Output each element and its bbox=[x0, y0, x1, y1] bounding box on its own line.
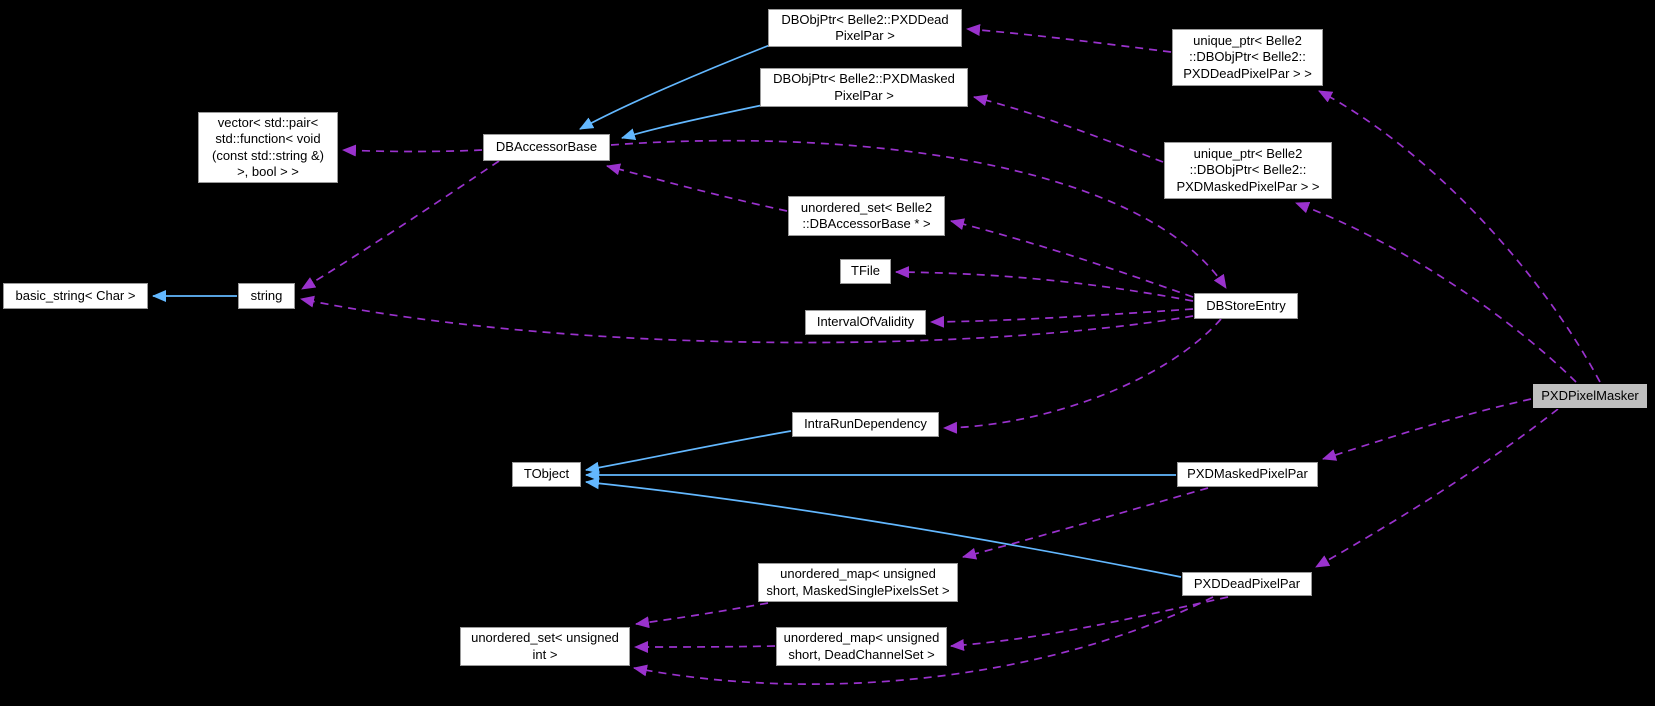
node-tobject[interactable]: TObject bbox=[512, 462, 581, 487]
node-label: TFile bbox=[851, 263, 880, 279]
edge-umapmasked-to-usetuint bbox=[635, 602, 769, 629]
node-label: vector< std::pair< std::function< void (… bbox=[212, 114, 324, 180]
edge-uniquedead-to-dbobjptrdead bbox=[966, 24, 1172, 53]
node-dbstoreentry[interactable]: DBStoreEntry bbox=[1194, 293, 1298, 319]
node-pxdmaskedpixelpar[interactable]: PXDMaskedPixelPar bbox=[1177, 462, 1318, 487]
edge-uniquemasked-to-dbobjptrmasked bbox=[973, 94, 1164, 163]
node-label: TObject bbox=[523, 466, 570, 482]
node-label: DBObjPtr< Belle2::PXDMasked PixelPar > bbox=[773, 71, 955, 103]
node-label: DBStoreEntry bbox=[1206, 297, 1286, 313]
edge-pxdpixelmasker-to-uniquemasked bbox=[1295, 201, 1577, 383]
node-unorderedset-dbaccessorbase[interactable]: unordered_set< Belle2 ::DBAccessorBase *… bbox=[788, 196, 945, 236]
node-string[interactable]: string bbox=[238, 283, 295, 309]
node-intrarundependency[interactable]: IntraRunDependency bbox=[792, 412, 939, 437]
node-label: unordered_set< unsigned int > bbox=[471, 630, 619, 662]
node-label: PXDDeadPixelPar bbox=[1193, 575, 1301, 591]
edge-pxdpixelmasker-to-uniquedead bbox=[1318, 90, 1601, 383]
node-unorderedmap-maskedsinglepixelsset[interactable]: unordered_map< unsigned short, MaskedSin… bbox=[758, 563, 958, 602]
node-pxdpixelmasker: PXDPixelMasker bbox=[1532, 383, 1648, 409]
edge-dbstoreentry-to-intervalofvalidity bbox=[930, 308, 1194, 328]
edge-intrarundependency-to-tobject bbox=[585, 430, 792, 474]
node-label: unique_ptr< Belle2 ::DBObjPtr< Belle2:: … bbox=[1176, 145, 1320, 194]
edge-dbaccessorbase-to-string bbox=[301, 160, 500, 290]
edge-pxdpixelmasker-to-pxddeadpixelpar bbox=[1315, 408, 1559, 568]
node-unorderedmap-deadchannelset[interactable]: unordered_map< unsigned short, DeadChann… bbox=[776, 627, 947, 666]
edge-dbstoreentry-to-string bbox=[300, 295, 1194, 344]
edge-pxddeadpixelpar-to-usetuint bbox=[633, 596, 1214, 685]
edge-umapdead-to-usetuint bbox=[634, 640, 776, 653]
node-label: PXDMaskedPixelPar bbox=[1187, 466, 1308, 482]
node-label: DBAccessorBase bbox=[495, 139, 598, 155]
edge-pxdpixelmasker-to-pxdmaskedpixelpar bbox=[1322, 398, 1532, 461]
edge-usetdba-to-dbaccessorbase bbox=[606, 163, 788, 212]
node-vector-std-pair[interactable]: vector< std::pair< std::function< void (… bbox=[198, 112, 338, 183]
node-dbobjptr-pxdmaskedpixelpar[interactable]: DBObjPtr< Belle2::PXDMasked PixelPar > bbox=[760, 68, 968, 107]
node-label: unordered_map< unsigned short, MaskedSin… bbox=[766, 566, 950, 598]
edge-dbaccessorbase-to-vector bbox=[342, 144, 483, 157]
node-label: IntraRunDependency bbox=[804, 416, 927, 432]
node-dbaccessorbase[interactable]: DBAccessorBase bbox=[483, 134, 610, 161]
node-label: DBObjPtr< Belle2::PXDDead PixelPar > bbox=[781, 11, 949, 44]
node-label: unordered_map< unsigned short, DeadChann… bbox=[783, 630, 940, 662]
node-label: PXDPixelMasker bbox=[1541, 387, 1639, 403]
node-label: IntervalOfValidity bbox=[816, 314, 915, 330]
edge-pxddeadpixelpar-to-umapdead bbox=[950, 596, 1229, 651]
node-label: basic_string< Char > bbox=[15, 287, 136, 303]
node-label: unique_ptr< Belle2 ::DBObjPtr< Belle2:: … bbox=[1183, 32, 1312, 81]
node-uniqueptr-dbobjptr-pxdmaskedpixelpar[interactable]: unique_ptr< Belle2 ::DBObjPtr< Belle2:: … bbox=[1164, 142, 1332, 199]
edge-dbobjptrmasked-to-dbaccessorbase bbox=[621, 104, 764, 140]
edge-pxdmaskedpixelpar-to-umapmasked bbox=[962, 487, 1209, 560]
edge-dbaccessorbase-to-dbstoreentry bbox=[610, 139, 1227, 289]
node-pxddeadpixelpar[interactable]: PXDDeadPixelPar bbox=[1182, 572, 1312, 596]
edge-dbstoreentry-to-intrarundependency bbox=[943, 318, 1222, 434]
node-tfile[interactable]: TFile bbox=[840, 259, 891, 284]
node-label: unordered_set< Belle2 ::DBAccessorBase *… bbox=[800, 199, 933, 232]
node-label: string bbox=[250, 287, 283, 303]
node-basicstring-char[interactable]: basic_string< Char > bbox=[3, 283, 148, 309]
node-intervalofvalidity[interactable]: IntervalOfValidity bbox=[805, 310, 926, 335]
node-unorderedset-unsignedint[interactable]: unordered_set< unsigned int > bbox=[460, 627, 630, 666]
edge-dbobjptrdead-to-dbaccessorbase bbox=[579, 44, 771, 130]
node-uniqueptr-dbobjptr-pxddeadpixelpar[interactable]: unique_ptr< Belle2 ::DBObjPtr< Belle2:: … bbox=[1172, 29, 1323, 86]
edge-pxddeadpixelpar-to-tobject bbox=[585, 477, 1182, 578]
edge-dbstoreentry-to-usetdba bbox=[950, 218, 1194, 298]
edge-dbstoreentry-to-tfile bbox=[895, 266, 1194, 302]
node-dbobjptr-pxddeadpixelpar[interactable]: DBObjPtr< Belle2::PXDDead PixelPar > bbox=[768, 9, 962, 47]
